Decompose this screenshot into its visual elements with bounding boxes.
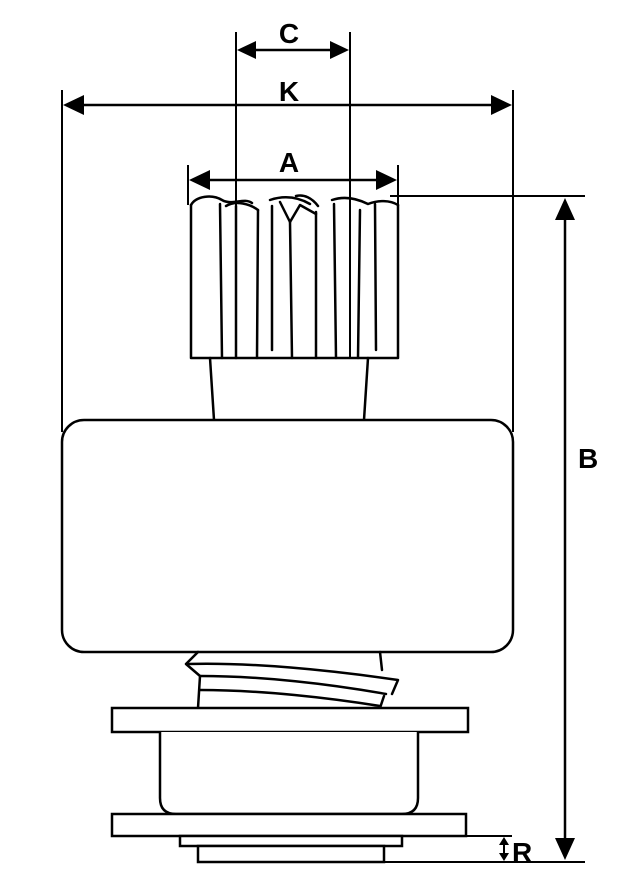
dimension-label-a: A	[279, 147, 299, 178]
dimension-b	[555, 198, 575, 860]
clutch-housing	[60, 418, 515, 654]
base-ring	[178, 834, 404, 864]
pinion-shaft	[208, 356, 370, 422]
dimension-label-r: R	[512, 837, 532, 868]
dimension-label-c: C	[279, 18, 299, 49]
spring-housing	[158, 732, 420, 816]
helical-sleeve	[184, 650, 400, 710]
dimension-label-k: K	[279, 76, 299, 107]
lower-collar	[110, 812, 468, 838]
upper-collar	[110, 706, 470, 734]
dimension-c	[237, 41, 349, 59]
dimension-k	[63, 95, 512, 115]
dimension-a	[189, 170, 397, 190]
dimension-r	[499, 837, 509, 861]
dimension-label-b: B	[578, 443, 598, 474]
pinion-gear	[189, 194, 400, 360]
